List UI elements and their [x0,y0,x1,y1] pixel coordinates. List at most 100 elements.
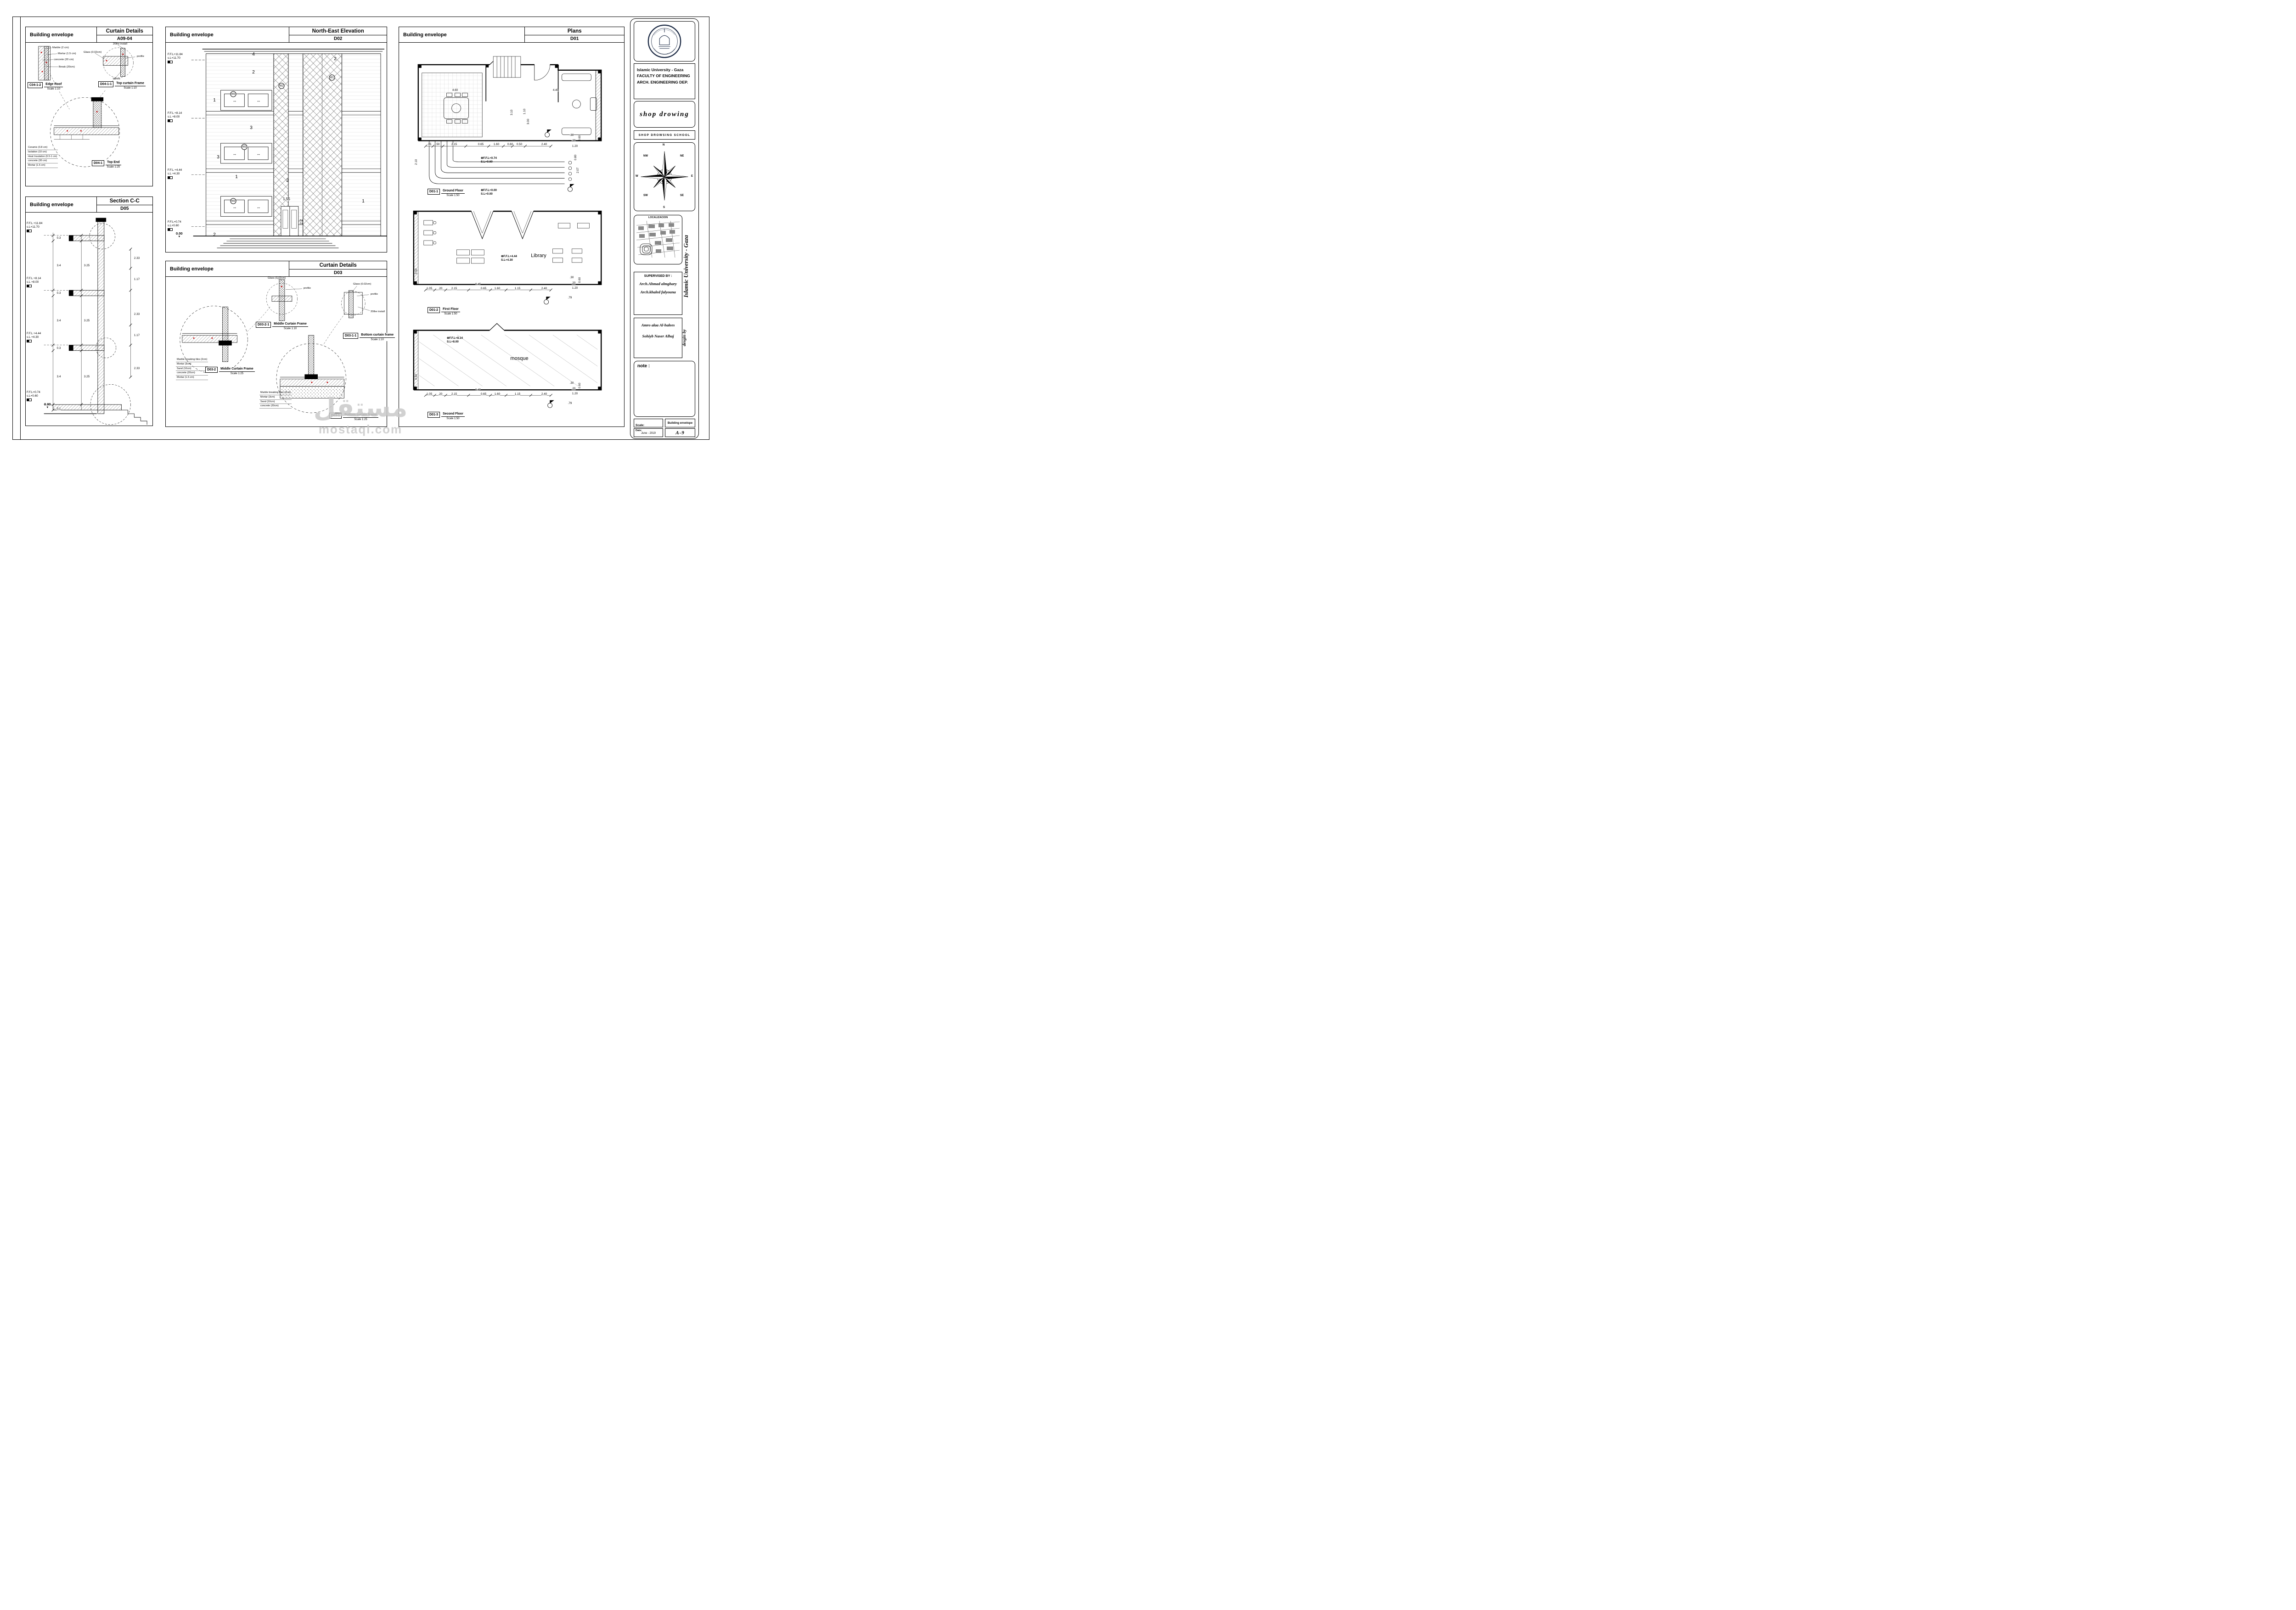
dim-label: .30 [569,133,574,137]
dim-label: 1.15 [514,392,521,396]
compass-sw-label: SW [643,194,648,197]
sheet-number-box: A-9 [665,428,695,437]
datum-level: 0.00▼ [176,231,183,238]
elevation-figure-number: 1 [213,98,216,103]
plans-drawing [413,56,602,408]
elevation-figure-number: 3 [286,178,289,183]
window-arrow-icon: ↔ [256,151,261,156]
shop-drawing-title: shop drowing [640,110,689,118]
dim-label: 0.65 [480,392,487,396]
dim-label: 3.25 [84,319,90,323]
dim-label: 3.00 [526,118,530,125]
level-marker-icon [168,119,173,122]
window-arrow-icon: ↔ [232,151,237,156]
panel-title: Plans [525,27,624,36]
dim-label: 3.4 [56,319,61,323]
dim-label: 0.3 [56,346,61,350]
datum-triangle-icon: ▼ [178,235,181,238]
dim-label: 3.4 [56,375,61,379]
dim-label: 1.20 [572,286,578,290]
sheet-number: A-9 [675,430,685,436]
scale-value: Building envelope [667,421,693,425]
dim-label: 0.50 [414,374,418,380]
dim-label: .30 [569,275,574,280]
panel-code: D03 [334,270,343,276]
dim-label: 0.60 [578,277,581,283]
dim-label: 2.33 [134,366,140,370]
dim-label: 0.65 [478,142,484,146]
compass-se-label: SE [680,194,684,197]
window-arrow-icon: ↔ [256,205,261,209]
panel-code: D01 [570,36,579,42]
title-block: Islamic University - Gaza FACULTY OF ENG… [630,18,699,439]
panel-title: Section C-C [96,197,152,206]
window-arrow-icon: ↔ [232,98,237,103]
dim-label: 2.33 [134,312,140,316]
scale-value-box: Building envelope [665,419,695,427]
panel-envelope-label: Building envelope [166,27,290,42]
dim-label: 0.50 [516,142,523,146]
panel-title: North-East Elevation [289,27,387,36]
supervisor-1: Arch.Ahmad almghary [639,281,677,286]
title-block-border [630,18,699,439]
level-marker-icon [168,60,173,63]
level-marker-icon [27,339,32,342]
elevation-figure-number: 2 [252,70,255,75]
dim-label: 0.45 [475,388,481,392]
dim-label: .20 [571,139,576,143]
dim-label: 0.65 [480,286,487,291]
university-logo [647,24,681,58]
date-label: Date: [636,429,642,432]
compass-n-label: N [663,144,665,146]
dim-label: 1.20 [572,392,578,396]
dim-label: 3.25 [84,375,90,379]
benchmark-icon: ⊕ [481,189,484,192]
shop-drawing-box: shop drowing [634,101,695,128]
dim-label: 2.07 [576,167,580,174]
dim-label: 2.10 [414,159,418,165]
logo-box [634,21,695,62]
dim-label: 0.60 [507,142,513,146]
elevation-figure-number: 3 [250,125,253,130]
compass-s-label: S [663,206,665,209]
window-arrow-icon: ↔ [232,205,237,209]
room-label: mosque [510,356,529,361]
panel-code: D05 [120,206,129,212]
dim-label: 2.15 [451,142,457,146]
scale-box: Scale: [634,419,663,427]
window-tag: W2 [278,83,285,89]
dim-label: 1.17 [134,277,140,281]
dim-label: 3.4 [56,264,61,268]
panel-envelope-label: Building envelope [26,197,97,212]
material-callout: Break (20cm) [59,66,75,68]
dim-label: 0.80 [574,154,577,161]
elevation-drawing [191,49,387,248]
elevation-figure-number: 2 [213,232,216,237]
vertical-design-by-label: desgin by [682,329,687,347]
dim-label: 2.33 [134,256,140,260]
material-list: Marble breaking tiles (2cm) Mortar (3cm)… [259,391,292,409]
dim-label: 3.10 [510,109,513,116]
curtain-top-drawing [38,45,135,167]
window-tag: W1 [329,74,335,81]
compass-w-label: W [636,175,638,178]
dim-label: 2.15 [451,286,457,291]
dim-label: 1.17 [134,333,140,337]
